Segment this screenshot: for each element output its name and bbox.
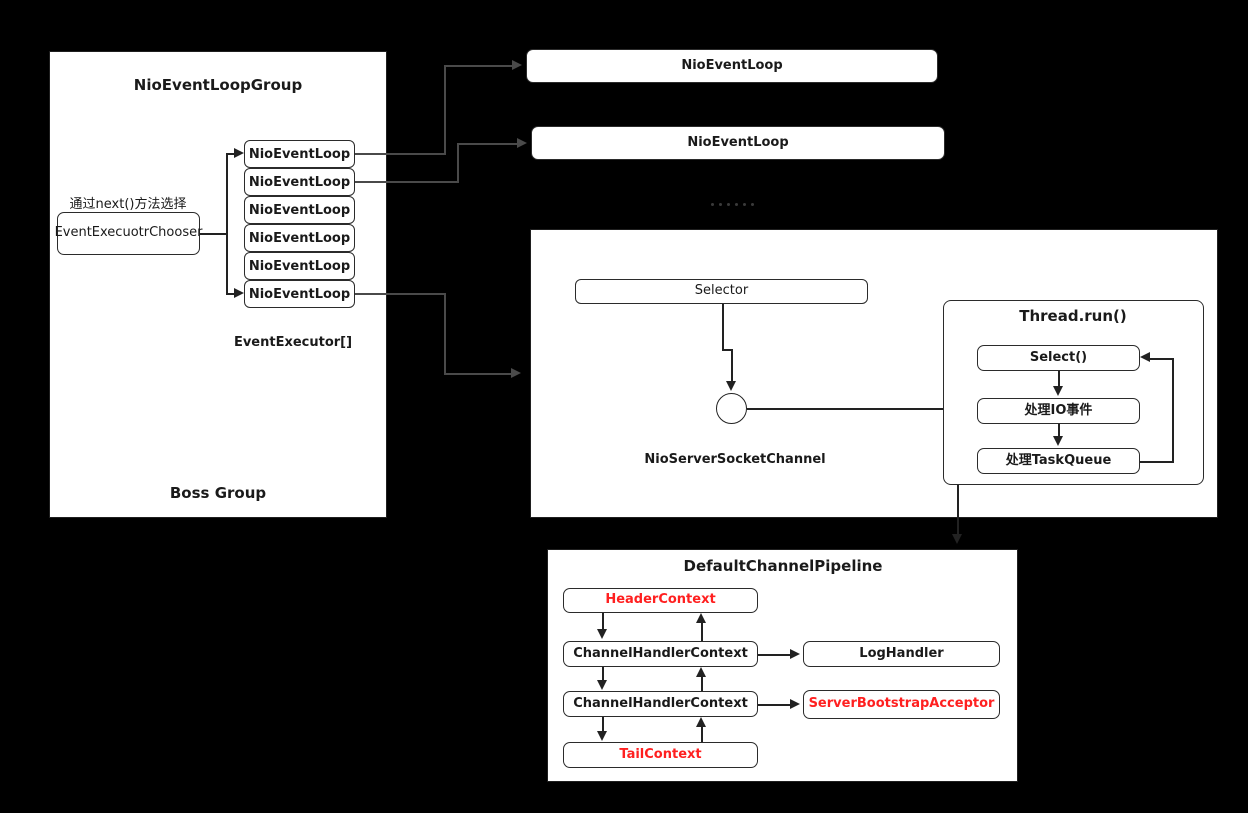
- loghandler-arrowhead: [790, 649, 800, 659]
- taskqueue-feedback-riser: [1172, 358, 1174, 462]
- chooser-branch-bottom: [226, 293, 238, 295]
- handler1-to-header-arrowhead: [696, 613, 706, 623]
- channel-to-thread-run-line: [747, 408, 943, 410]
- chooser-branch-top-arrowhead: [234, 148, 244, 158]
- tail-to-handler2-line: [701, 726, 703, 742]
- pipeline-context-tail[interactable]: TailContext: [563, 742, 758, 768]
- thread-run-to-pipeline-line: [957, 485, 959, 536]
- header-to-handler1-arrowhead: [597, 629, 607, 639]
- handler2-to-tail-arrowhead: [597, 731, 607, 741]
- loop1-riser: [457, 143, 459, 183]
- handler1-to-loghandler-line: [758, 654, 792, 656]
- pipeline-context-header[interactable]: HeaderContext: [563, 588, 758, 613]
- loop0-to-detached0: [444, 65, 516, 67]
- chooser-branch-bottom-arrowhead: [234, 288, 244, 298]
- loop1-exit-line: [355, 181, 444, 183]
- boss-event-loop-1[interactable]: NioEventLoop: [244, 168, 355, 196]
- loop5-dropper: [444, 293, 446, 373]
- boss-group-panel-title: NioEventLoopGroup: [133, 76, 303, 94]
- taskqueue-feedback-h-top: [1150, 358, 1173, 360]
- pipeline-arrowhead: [952, 534, 962, 544]
- handler1-to-handler2-line: [602, 667, 604, 682]
- selector-drop-line-2: [731, 349, 733, 383]
- handler2-to-handler1-arrowhead: [696, 667, 706, 677]
- nio-server-socket-channel-circle[interactable]: [716, 393, 747, 424]
- select-to-io-line: [1058, 371, 1060, 388]
- boss-group-panel-footer: Boss Group: [169, 484, 267, 502]
- handler1-to-header-line: [701, 622, 703, 641]
- handler2-to-tail-line: [602, 717, 604, 733]
- event-executor-array-label: EventExecutor[]: [233, 335, 353, 350]
- handler2-to-handler1-line: [701, 676, 703, 691]
- pipeline-context-handler-2[interactable]: ChannelHandlerContext: [563, 691, 758, 717]
- loop0-riser: [444, 65, 446, 155]
- header-to-handler1-line: [602, 613, 604, 631]
- io-to-taskqueue-line: [1058, 424, 1060, 438]
- channel-arrowhead: [726, 381, 736, 391]
- detached-event-loop-0[interactable]: NioEventLoop: [526, 49, 938, 83]
- acceptor-arrowhead: [790, 699, 800, 709]
- thread-run-step-taskqueue[interactable]: 处理TaskQueue: [977, 448, 1140, 474]
- thread-run-title: Thread.run(): [1019, 307, 1127, 325]
- ellipsis-dots: [711, 203, 754, 206]
- handler1-to-handler2-arrowhead: [597, 680, 607, 690]
- detached-loop1-arrowhead: [517, 138, 527, 148]
- detached-event-loop-1[interactable]: NioEventLoop: [531, 126, 945, 160]
- pipeline-handler-log[interactable]: LogHandler: [803, 641, 1000, 667]
- pipeline-context-handler-1[interactable]: ChannelHandlerContext: [563, 641, 758, 667]
- nio-server-socket-channel-label: NioServerSocketChannel: [644, 452, 826, 467]
- loop1-jog: [444, 181, 458, 183]
- thread-run-step-io[interactable]: 处理IO事件: [977, 398, 1140, 424]
- chooser-bracket-vertical: [226, 153, 228, 294]
- chooser-branch-top: [226, 153, 238, 155]
- detached-loop0-arrowhead: [512, 60, 522, 70]
- tail-to-handler2-arrowhead: [696, 717, 706, 727]
- boss-event-loop-4[interactable]: NioEventLoop: [244, 252, 355, 280]
- handler2-to-acceptor-line: [758, 704, 792, 706]
- select-to-io-arrowhead: [1053, 386, 1063, 396]
- thread-run-step-select[interactable]: Select(): [977, 345, 1140, 371]
- chooser-out-line: [200, 233, 227, 235]
- io-to-taskqueue-arrowhead: [1053, 436, 1063, 446]
- pipeline-panel-title: DefaultChannelPipeline: [683, 557, 883, 575]
- event-executor-chooser-box[interactable]: EventExecuotrChooser: [55, 212, 202, 255]
- boss-event-loop-3[interactable]: NioEventLoop: [244, 224, 355, 252]
- selector-drop-line: [722, 304, 724, 350]
- loop5-exit-line: [355, 293, 445, 295]
- boss-event-loop-0[interactable]: NioEventLoop: [244, 140, 355, 168]
- chooser-caption: 通过next()方法选择: [69, 197, 187, 212]
- detail-panel-arrowhead: [511, 368, 521, 378]
- loop0-exit-line: [355, 153, 445, 155]
- selector-jog-line: [722, 349, 733, 351]
- pipeline-handler-acceptor[interactable]: ServerBootstrapAcceptor: [803, 690, 1000, 719]
- boss-event-loop-2[interactable]: NioEventLoop: [244, 196, 355, 224]
- taskqueue-feedback-h-bottom: [1140, 461, 1174, 463]
- loop5-to-detail-panel: [444, 373, 515, 375]
- taskqueue-feedback-arrowhead: [1140, 352, 1150, 362]
- selector-box[interactable]: Selector: [575, 279, 868, 304]
- boss-event-loop-5[interactable]: NioEventLoop: [244, 280, 355, 308]
- loop1-to-detached1: [457, 143, 521, 145]
